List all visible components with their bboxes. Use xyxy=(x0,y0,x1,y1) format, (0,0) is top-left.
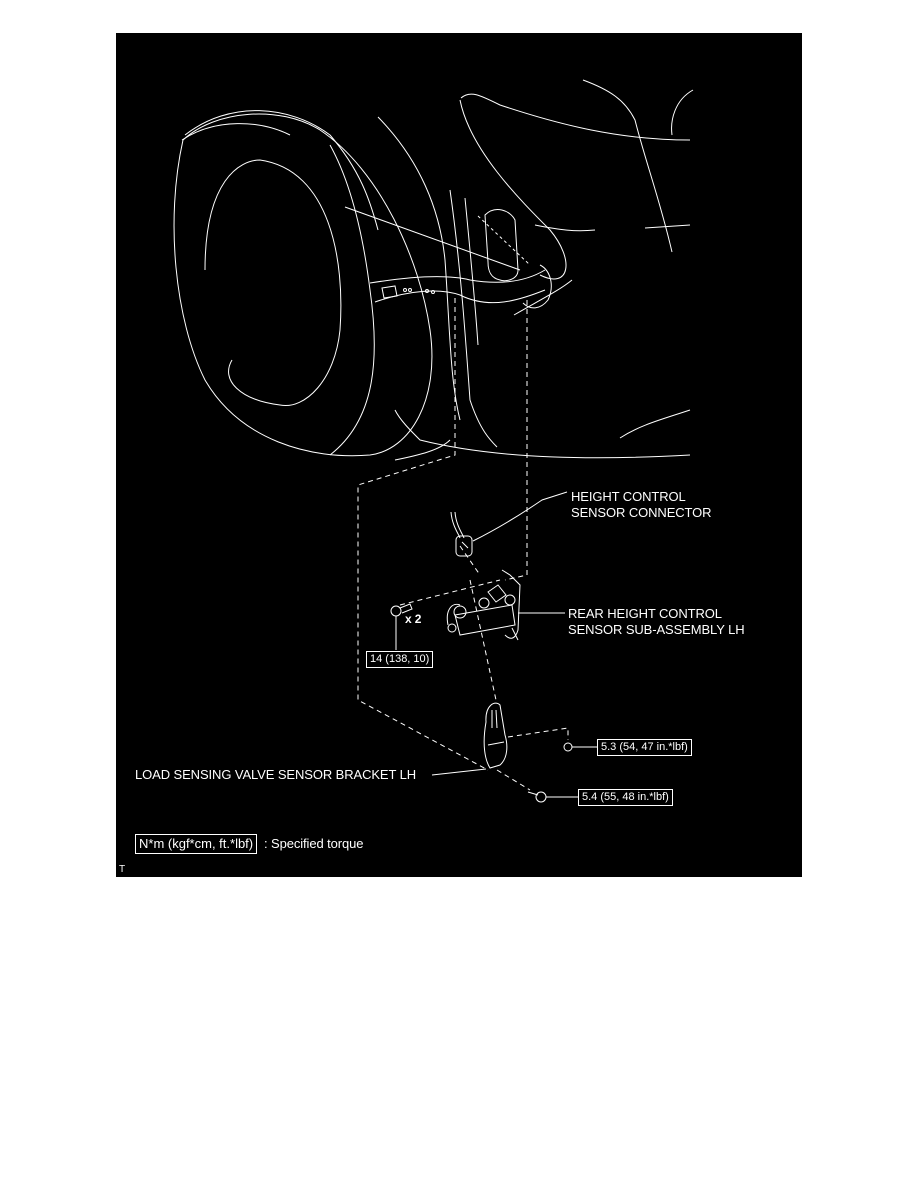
callout-line-1: REAR HEIGHT CONTROL xyxy=(568,606,722,621)
diagram-panel: HEIGHT CONTROL SENSOR CONNECTOR REAR HEI… xyxy=(116,33,802,877)
corner-mark: T xyxy=(119,864,126,875)
torque-unit-legend-box: N*m (kgf*cm, ft.*lbf) xyxy=(135,834,258,854)
load-sensing-bracket-label: LOAD SENSING VALVE SENSOR BRACKET LH xyxy=(135,767,416,783)
torque-bolt: 5.4 (55, 48 in.*lbf) xyxy=(578,789,673,806)
vehicle-line-drawing xyxy=(173,79,694,803)
quantity-label: x 2 xyxy=(405,612,422,626)
torque-nut: 5.3 (54, 47 in.*lbf) xyxy=(597,739,692,756)
callout-line-2: SENSOR CONNECTOR xyxy=(571,505,712,520)
torque-bolt-x2: 14 (138, 10) xyxy=(366,651,434,668)
callout-line-1: LOAD SENSING VALVE SENSOR BRACKET LH xyxy=(135,767,417,782)
torque-legend-description: : Specified torque xyxy=(264,836,364,851)
callout-line-2: SENSOR SUB-ASSEMBLY LH xyxy=(568,622,745,637)
callout-line-1: HEIGHT CONTROL xyxy=(571,489,686,504)
rear-height-control-sensor-label: REAR HEIGHT CONTROL SENSOR SUB-ASSEMBLY … xyxy=(568,606,745,638)
height-control-sensor-connector-label: HEIGHT CONTROL SENSOR CONNECTOR xyxy=(571,489,712,521)
